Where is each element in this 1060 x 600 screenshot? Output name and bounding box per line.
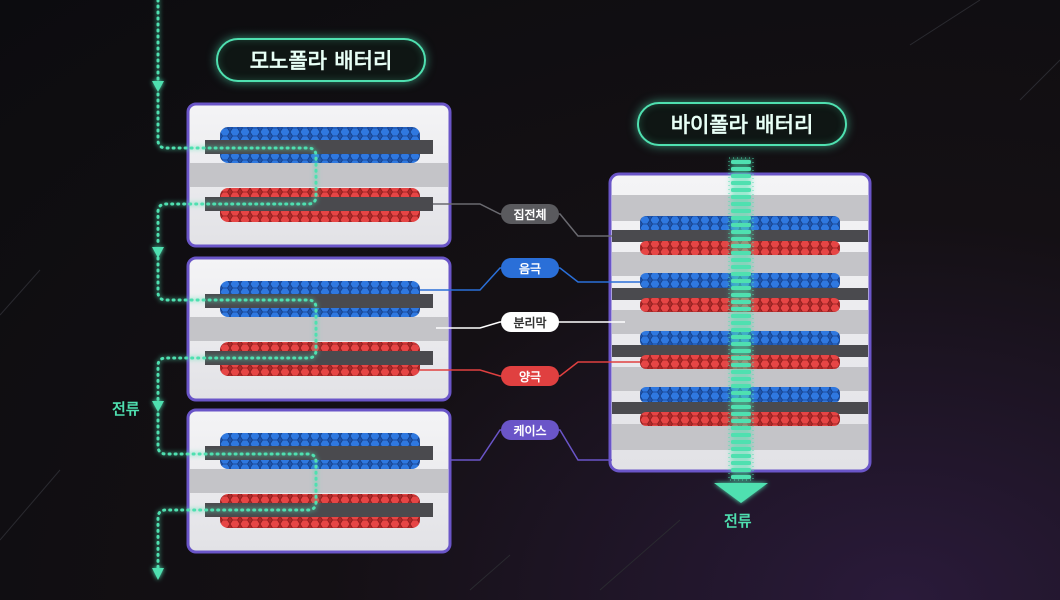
bi-cathode-3 bbox=[640, 355, 840, 369]
current-segment bbox=[731, 258, 751, 262]
current-segment bbox=[731, 461, 751, 465]
label-collector: 집전체 bbox=[501, 204, 559, 224]
bi-collector-1 bbox=[612, 230, 868, 242]
current-segment bbox=[731, 202, 751, 206]
mono-cell-1 bbox=[186, 102, 452, 248]
current-segment bbox=[731, 174, 751, 178]
mono-collector-3a bbox=[205, 446, 433, 460]
current-segment bbox=[731, 342, 751, 346]
mono-cell-3 bbox=[186, 408, 452, 554]
current-segment bbox=[731, 167, 751, 171]
label-anode: 음극 bbox=[501, 258, 559, 278]
flow-arrow-icon bbox=[152, 568, 164, 580]
bi-cathode-2 bbox=[640, 298, 840, 312]
mono-cell-2 bbox=[186, 256, 452, 402]
mono-current-label: 전류 bbox=[112, 400, 140, 418]
connector-separator bbox=[436, 321, 625, 329]
mono-flow-arrows bbox=[152, 81, 164, 580]
current-segment bbox=[731, 377, 751, 381]
current-segment bbox=[731, 314, 751, 318]
current-segment bbox=[731, 384, 751, 388]
bi-current-label: 전류 bbox=[724, 512, 752, 530]
current-segment bbox=[731, 286, 751, 290]
mono-collector-2b bbox=[205, 351, 433, 365]
current-segment bbox=[731, 307, 751, 311]
current-segment bbox=[731, 272, 751, 276]
current-segment bbox=[731, 447, 751, 451]
current-segment bbox=[731, 216, 751, 220]
current-segment bbox=[731, 419, 751, 423]
current-segment bbox=[731, 335, 751, 339]
current-segment bbox=[731, 356, 751, 360]
current-segment bbox=[731, 412, 751, 416]
current-segment bbox=[731, 475, 751, 479]
mono-title: 모노폴라 배터리 bbox=[216, 38, 426, 82]
current-segment bbox=[731, 370, 751, 374]
current-segment bbox=[731, 426, 751, 430]
mono-collector-3b bbox=[205, 503, 433, 517]
flow-arrow-icon bbox=[714, 483, 768, 503]
current-segment bbox=[731, 321, 751, 325]
mono-collector-2a bbox=[205, 294, 433, 308]
current-segment bbox=[731, 160, 751, 164]
label-cathode: 양극 bbox=[501, 366, 559, 386]
flow-arrow-icon bbox=[152, 81, 164, 92]
current-segment bbox=[731, 440, 751, 444]
mono-collector-1a bbox=[205, 140, 433, 154]
current-segment bbox=[731, 181, 751, 185]
current-segment bbox=[731, 265, 751, 269]
current-segment bbox=[731, 237, 751, 241]
current-segment bbox=[731, 188, 751, 192]
label-separator: 분리막 bbox=[501, 312, 559, 332]
current-segment bbox=[731, 251, 751, 255]
mono-collector-1b bbox=[205, 197, 433, 211]
current-segment bbox=[731, 209, 751, 213]
bi-current-column bbox=[714, 157, 768, 503]
current-segment bbox=[731, 349, 751, 353]
current-segment bbox=[731, 244, 751, 248]
current-segment bbox=[731, 293, 751, 297]
current-segment bbox=[731, 300, 751, 304]
current-segment bbox=[731, 223, 751, 227]
current-segment bbox=[731, 398, 751, 402]
flow-arrow-icon bbox=[152, 401, 164, 412]
current-segment bbox=[731, 363, 751, 367]
mono-current-path bbox=[156, 0, 318, 570]
current-segment bbox=[731, 468, 751, 472]
current-segment bbox=[731, 454, 751, 458]
label-case: 케이스 bbox=[501, 420, 559, 440]
current-segment bbox=[731, 230, 751, 234]
current-segment bbox=[731, 328, 751, 332]
current-segment bbox=[731, 195, 751, 199]
current-segment bbox=[731, 433, 751, 437]
current-segment bbox=[731, 391, 751, 395]
current-segment bbox=[731, 405, 751, 409]
flow-arrow-icon bbox=[152, 247, 164, 258]
bi-title: 바이폴라 배터리 bbox=[637, 102, 847, 146]
current-segment bbox=[731, 279, 751, 283]
